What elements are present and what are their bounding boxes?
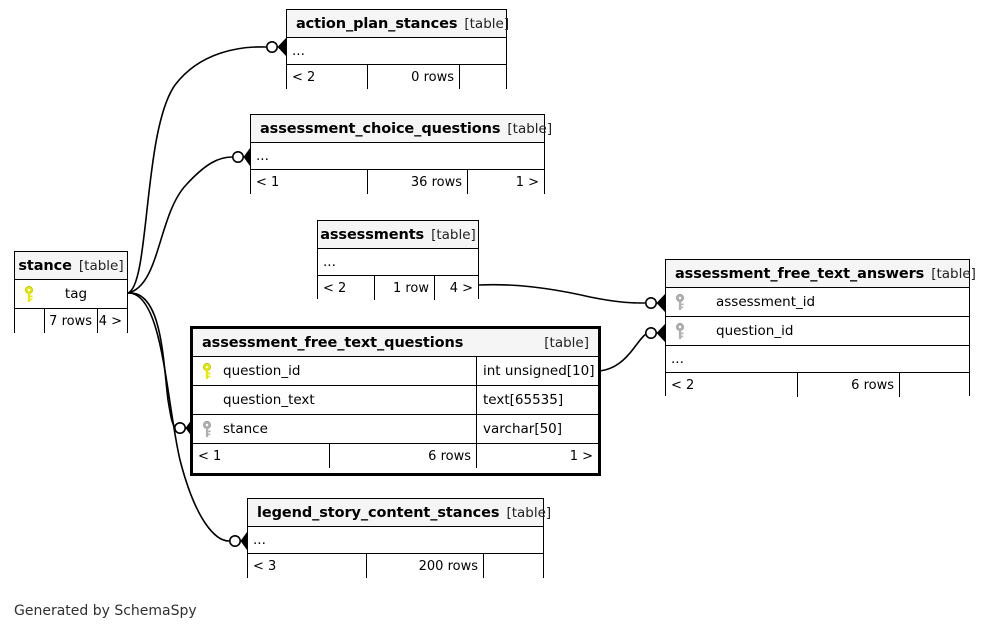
table-footer-assessments: < 2 1 row 4 > [318, 276, 478, 300]
table-title: stance [18, 257, 72, 274]
column-row-question-id[interactable]: question_id [666, 317, 969, 346]
table-header-stance: stance [table] [15, 252, 127, 280]
edge-stance-to-assessment-choice-questions [127, 156, 233, 294]
table-stance[interactable]: stance [table] tag 7 rows 4 [14, 251, 128, 333]
foreign-key-icon [672, 293, 690, 311]
footer-row-count: 200 rows [366, 554, 483, 578]
footer-children-count [483, 554, 543, 578]
generated-by-credit: Generated by SchemaSpy [14, 603, 197, 619]
primary-key-icon [199, 362, 217, 380]
footer-parents-count: < 2 [292, 69, 316, 85]
column-row-question-text[interactable]: question_text text[65535] [193, 386, 598, 415]
footer-children-count: 4 > [434, 276, 478, 300]
footer-children-count: 1 > [476, 444, 598, 468]
column-name-cell: question_id [666, 317, 969, 345]
column-label: question_id [716, 323, 794, 339]
footer-row-count: 36 rows [367, 170, 467, 194]
table-header-action-plan-stances: action_plan_stances [table] [287, 10, 510, 38]
column-name-cell: question_text [193, 386, 476, 414]
table-assessment-free-text-answers[interactable]: assessment_free_text_answers [table] ass… [665, 259, 976, 397]
footer-row-count: 6 rows [797, 373, 899, 397]
footer-children-count: 4 > [97, 309, 127, 333]
table-type-tag: [table] [544, 334, 589, 351]
column-name-cell: tag [15, 280, 127, 308]
table-type-tag: [table] [431, 226, 476, 243]
column-row-assessment-id[interactable]: assessment_id [666, 288, 969, 317]
table-action-plan-stances[interactable]: action_plan_stances [table] ... < 2 0 ro… [286, 9, 510, 89]
column-label: question_text [223, 392, 315, 408]
table-footer-assessment-choice-questions: < 1 36 rows 1 > [251, 170, 544, 194]
footer-children-count [459, 65, 506, 89]
footer-parents-count: < 1 [198, 448, 222, 464]
column-label: tag [64, 286, 88, 302]
footer-row-count: 6 rows [329, 444, 476, 468]
table-title: legend_story_content_stances [257, 504, 500, 521]
column-name-cell: question_id [193, 357, 476, 385]
edge-free-text-questions-to-free-text-answers-question-id [599, 333, 647, 372]
column-row-tag[interactable]: tag [15, 280, 127, 309]
edge-stance-to-action-plan-stances [127, 46, 267, 294]
column-type: varchar[50] [476, 415, 598, 443]
table-header-assessments: assessments [table] [318, 221, 478, 249]
footer-parents-count: < 3 [253, 558, 277, 574]
column-label: question_id [223, 363, 301, 379]
column-label: stance [223, 421, 268, 437]
footer-parents-count [15, 309, 44, 333]
column-row-question-id[interactable]: question_id int unsigned[10] [193, 357, 598, 386]
column-type: int unsigned[10] [476, 357, 598, 385]
table-assessments[interactable]: assessments [table] ... < 2 1 row 4 > [317, 220, 479, 300]
collapsed-columns-row[interactable]: ... [287, 38, 506, 65]
collapsed-columns-row[interactable]: ... [666, 346, 969, 373]
footer-children-count [899, 373, 969, 397]
endpoint-free-text-answers-question-id [644, 324, 665, 342]
table-type-tag: [table] [507, 120, 553, 137]
footer-parents-count: < 1 [256, 174, 280, 190]
collapsed-columns-row[interactable]: ... [318, 249, 478, 276]
table-title: assessment_choice_questions [260, 120, 501, 137]
table-type-tag: [table] [464, 15, 510, 32]
column-type: text[65535] [476, 386, 598, 414]
table-header-legend-story-content-stances: legend_story_content_stances [table] [248, 499, 551, 527]
table-assessment-free-text-questions[interactable]: assessment_free_text_questions [table] q… [190, 326, 601, 476]
table-footer-legend-story-content-stances: < 3 200 rows [248, 554, 543, 578]
footer-children-count: 1 > [467, 170, 544, 194]
footer-parents-count: < 2 [671, 377, 695, 393]
table-footer-assessment-free-text-answers: < 2 6 rows [666, 373, 969, 397]
endpoint-action-plan-stances [265, 38, 286, 56]
table-legend-story-content-stances[interactable]: legend_story_content_stances [table] ...… [247, 498, 551, 578]
table-type-tag: [table] [78, 257, 124, 274]
footer-row-count: 0 rows [367, 65, 459, 89]
footer-row-count: 1 row [374, 276, 434, 300]
table-title: assessment_free_text_questions [202, 334, 464, 351]
table-footer-action-plan-stances: < 2 0 rows [287, 65, 506, 89]
table-type-tag: [table] [506, 504, 552, 521]
table-header-assessment-free-text-questions: assessment_free_text_questions [table] [193, 329, 598, 357]
table-title: assessment_free_text_answers [675, 265, 925, 282]
column-row-stance[interactable]: stance varchar[50] [193, 415, 598, 444]
table-title: action_plan_stances [296, 15, 458, 32]
table-footer-assessment-free-text-questions: < 1 6 rows 1 > [193, 444, 598, 468]
collapsed-columns-row[interactable]: ... [248, 527, 543, 554]
edge-stance-to-free-text-questions [127, 292, 176, 428]
column-name-cell: assessment_id [666, 288, 969, 316]
edge-assessments-to-free-text-answers-assessment-id [478, 283, 646, 304]
table-footer-stance: 7 rows 4 > [15, 309, 127, 333]
table-title: assessments [320, 226, 425, 243]
footer-parents-count: < 2 [323, 280, 347, 296]
table-assessment-choice-questions[interactable]: assessment_choice_questions [table] ... … [250, 114, 552, 194]
endpoint-legend-story-content-stances [229, 532, 247, 550]
collapsed-columns-row[interactable]: ... [251, 143, 544, 170]
endpoint-free-text-answers-assessment-id [644, 294, 665, 312]
footer-row-count: 7 rows [44, 309, 97, 333]
foreign-key-icon [199, 420, 217, 438]
primary-key-icon [21, 285, 39, 303]
column-name-cell: stance [193, 415, 476, 443]
table-header-assessment-choice-questions: assessment_choice_questions [table] [251, 115, 552, 143]
foreign-key-icon [672, 322, 690, 340]
endpoint-assessment-choice-questions [232, 148, 250, 166]
table-header-assessment-free-text-answers: assessment_free_text_answers [table] [666, 260, 976, 288]
column-label: assessment_id [716, 294, 816, 310]
table-type-tag: [table] [931, 265, 976, 282]
